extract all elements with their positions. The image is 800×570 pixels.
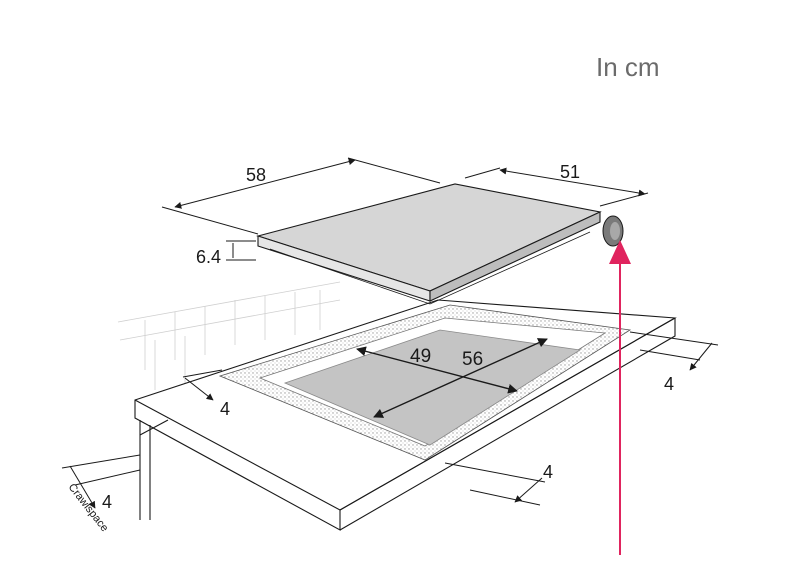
hob-depth-dimension [464, 167, 649, 207]
cutout-depth-label: 49 [410, 346, 431, 367]
hob-height-label: 6.4 [196, 247, 221, 267]
hob-width-dimension [161, 157, 441, 235]
cable-entry-arrow [609, 240, 631, 555]
clearance-left-label: 4 [220, 399, 230, 419]
unit-label: In cm [596, 52, 660, 82]
crawlspace-dimension [61, 454, 141, 509]
crawlspace-gap-label: 4 [102, 492, 112, 512]
clearance-back-dimension [629, 331, 719, 371]
clearance-front-dimension [444, 462, 546, 506]
hob [256, 183, 602, 305]
cutout-dimensions [356, 338, 548, 418]
hob-depth-label: 51 [560, 162, 580, 182]
hob-height-dimension [226, 240, 256, 261]
clearance-left-dimension [182, 369, 223, 401]
clearance-front-label: 4 [543, 462, 553, 482]
hob-width-label: 58 [246, 165, 266, 185]
clearance-back-label: 4 [664, 374, 674, 394]
cable-connector [602, 215, 624, 247]
cutout-width-label: 56 [462, 349, 483, 370]
cutout-depth-arrow [373, 338, 548, 418]
